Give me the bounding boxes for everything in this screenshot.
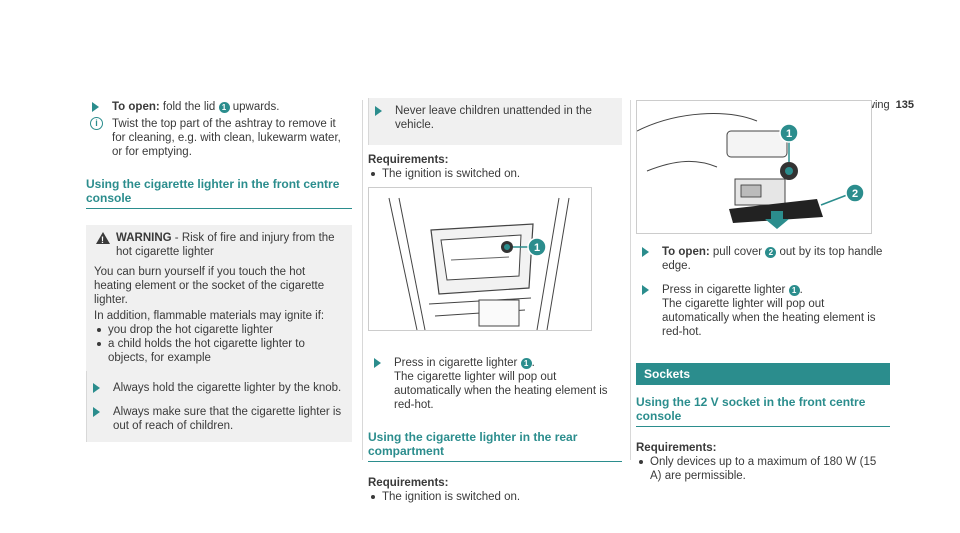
arrow-icon [374,358,381,368]
callout-1: 1 [786,128,792,140]
page-number: 135 [895,99,914,111]
warning-paragraph: You can burn yourself if you touch the h… [94,266,325,306]
sockets-band: Sockets [636,363,890,385]
callout-2: 2 [852,188,858,200]
callout-1: 1 [788,285,800,296]
section-title: Using the cigarette lighter in the front… [86,177,352,209]
arrow-icon [93,383,100,393]
rear-compartment-lighter-illustration: 1 2 [636,100,872,234]
callout-1: 1 [534,242,540,254]
open-step: To open: fold the lid 1 upwards. [86,100,352,114]
column-2-lower: Press in cigarette lighter 1. The cigare… [368,356,622,504]
column-divider [630,100,631,460]
column-divider [362,100,363,460]
open-step: To open: pull cover 2 out by its top han… [636,245,890,273]
press-step: Press in cigarette lighter 1. The cigare… [636,283,890,339]
section-title: Using the 12 V socket in the front centr… [636,395,890,427]
arrow-icon [642,247,649,257]
warning-continuation: Never leave children unattended in the v… [368,98,622,145]
requirements-label: Requirements: [636,442,717,454]
arrow-icon [92,102,99,112]
warning-header: WARNING - Risk of fire and injury from t… [94,231,344,259]
arrow-icon [93,407,100,417]
callout-2: 2 [765,247,777,258]
requirements-label: Requirements: [368,154,449,166]
tip-note: i Twist the top part of the ashtray to r… [86,117,352,159]
requirement-item: The ignition is switched on. [368,490,622,504]
press-step: Press in cigarette lighter 1. The cigare… [368,356,622,412]
callout-1: 1 [218,102,230,113]
warning-step: Never leave children unattended in the v… [369,104,614,132]
requirement-item: Only devices up to a maximum of 180 W (1… [636,455,890,483]
section-title: Using the cigarette lighter in the rear … [368,430,622,462]
warning-step: Always hold the cigarette lighter by the… [87,381,344,395]
requirement-item: The ignition is switched on. [368,167,622,181]
warning-paragraph: In addition, flammable materials may ign… [94,310,325,322]
column-3: To open: pull cover 2 out by its top han… [636,245,890,483]
front-console-lighter-illustration: 1 [368,187,592,331]
warning-box: WARNING - Risk of fire and injury from t… [86,225,352,371]
arrow-icon [375,106,382,116]
column-2: Never leave children unattended in the v… [368,98,622,181]
warning-step: Always make sure that the cigarette ligh… [87,405,344,433]
warning-bullet: a child holds the hot cigarette lighter … [94,337,344,365]
callout-1: 1 [520,358,532,369]
info-icon: i [90,117,103,130]
warning-triangle-icon [96,232,110,247]
warning-steps: Always hold the cigarette lighter by the… [86,371,352,442]
requirements-label: Requirements: [368,477,449,489]
column-1: To open: fold the lid 1 upwards. i Twist… [86,100,352,442]
arrow-icon [642,285,649,295]
warning-bullet: you drop the hot cigarette lighter [94,323,344,337]
